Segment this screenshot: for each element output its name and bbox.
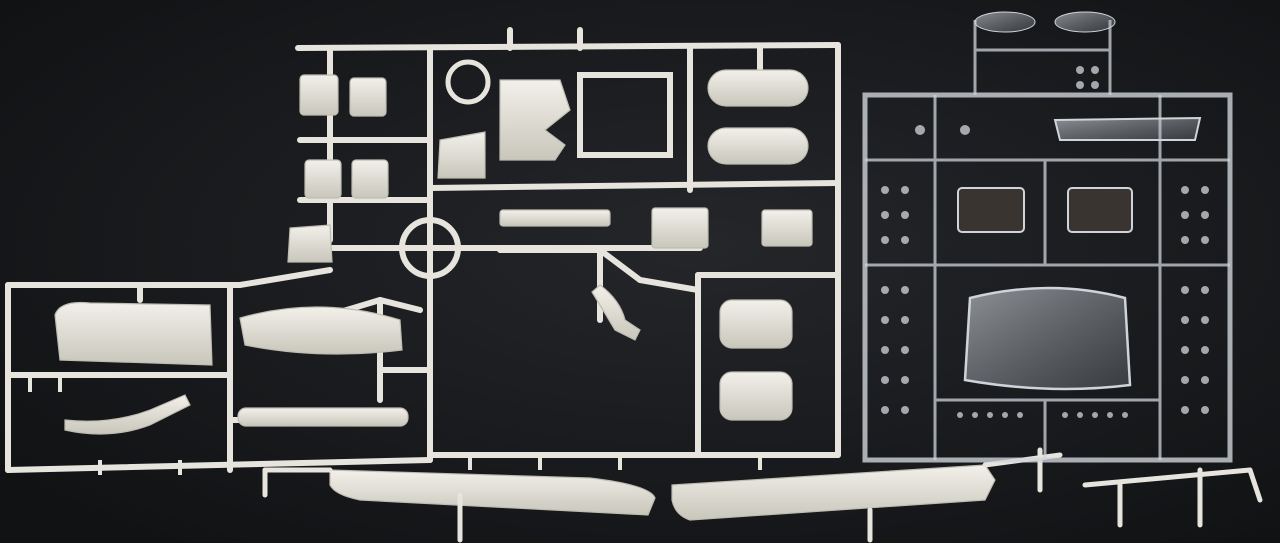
dashboard-part — [239, 306, 403, 355]
bar-part — [499, 209, 611, 227]
lens-part — [974, 11, 1036, 33]
console-part — [761, 209, 813, 247]
tank-part — [707, 69, 809, 107]
clear-small-parts — [881, 66, 1209, 418]
tinted-window — [1067, 187, 1133, 233]
clear-sprue-frame — [862, 92, 1233, 463]
tank-part — [707, 127, 809, 165]
seat-part — [304, 159, 342, 199]
body-panel-right — [671, 464, 996, 521]
body-panel-attachments — [262, 447, 1263, 543]
front-seat-part — [719, 299, 793, 349]
frame-part — [577, 72, 673, 158]
tinted-window — [957, 187, 1025, 233]
sprue-gates — [28, 375, 762, 475]
seat-part — [299, 74, 339, 116]
white-sprue-parts — [54, 59, 813, 435]
lens-part — [1054, 11, 1116, 33]
tub-part — [54, 301, 213, 366]
seat-part — [351, 159, 389, 199]
body-side-panels — [329, 464, 996, 521]
wedge-part — [437, 131, 486, 179]
steering-wheel-small — [445, 59, 491, 105]
clear-sprue — [862, 11, 1233, 463]
duct-part — [591, 284, 641, 341]
steering-wheel-large — [399, 217, 461, 279]
console-part — [651, 207, 709, 249]
floor-panel — [499, 79, 571, 161]
exhaust-part — [64, 394, 191, 435]
front-seat-part — [719, 371, 793, 421]
white-sprue-frame — [5, 27, 841, 473]
body-panel-left — [329, 469, 656, 516]
visor-part — [1053, 116, 1202, 141]
seat-part — [349, 77, 387, 117]
wedge-part — [287, 224, 333, 263]
windshield-part — [963, 286, 1132, 391]
strip-part — [237, 407, 409, 427]
